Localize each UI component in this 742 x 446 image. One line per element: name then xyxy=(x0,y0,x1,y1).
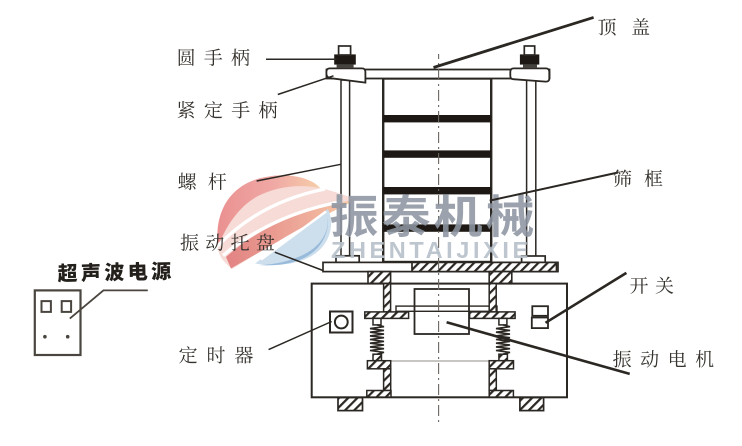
svg-text:ZHENTAIJIXIE: ZHENTAIJIXIE xyxy=(331,237,532,263)
